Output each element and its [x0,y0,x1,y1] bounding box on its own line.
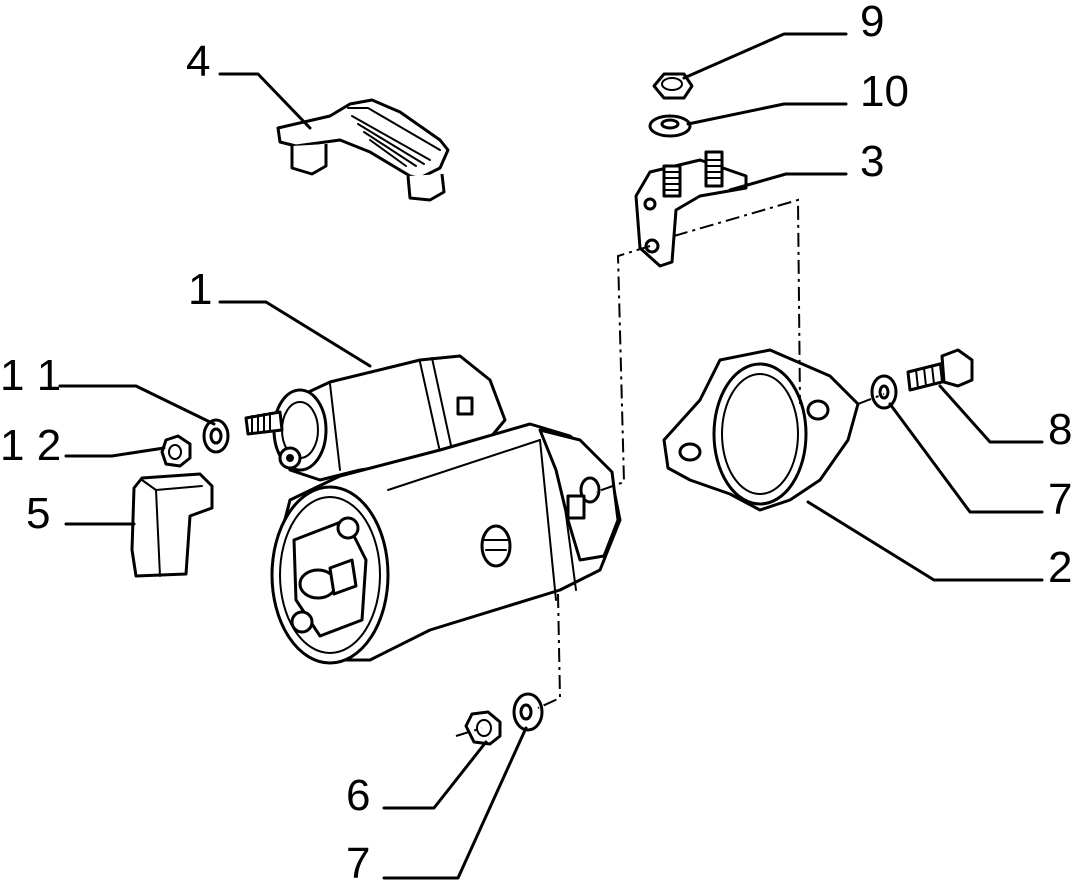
part-9-nut [652,72,694,100]
part-3-bracket [634,150,748,268]
callout-2: 2 [1048,543,1072,592]
part-4-protective-cover [276,98,450,202]
callout-4: 4 [186,37,210,86]
part-12-nut [160,434,192,468]
callout-1: 1 [188,265,212,314]
part-10-washer [648,114,692,138]
part-8-bolt [906,348,974,392]
part-5-rubber-boot [130,472,214,578]
part-1-starter-motor [244,354,622,665]
callout-9: 9 [860,0,884,46]
part-6-nut [464,710,502,746]
leader-lines [58,32,1044,880]
callout-8: 8 [1048,405,1072,454]
callout-7a: 7 [346,839,370,882]
callout-7b: 7 [1048,475,1072,524]
assembly-axes [455,198,885,737]
callout-5: 5 [26,489,50,538]
callout-12: 1 2 [0,421,61,470]
part-2-flange-adapter [662,348,860,512]
callout-10: 10 [860,67,909,116]
callout-3: 3 [860,137,884,186]
part-11-washer [202,418,230,454]
part-7-washer-bottom [512,692,544,732]
callout-6: 6 [346,771,370,820]
part-7-washer-right [870,374,898,410]
callout-11: 1 1 [0,351,61,400]
